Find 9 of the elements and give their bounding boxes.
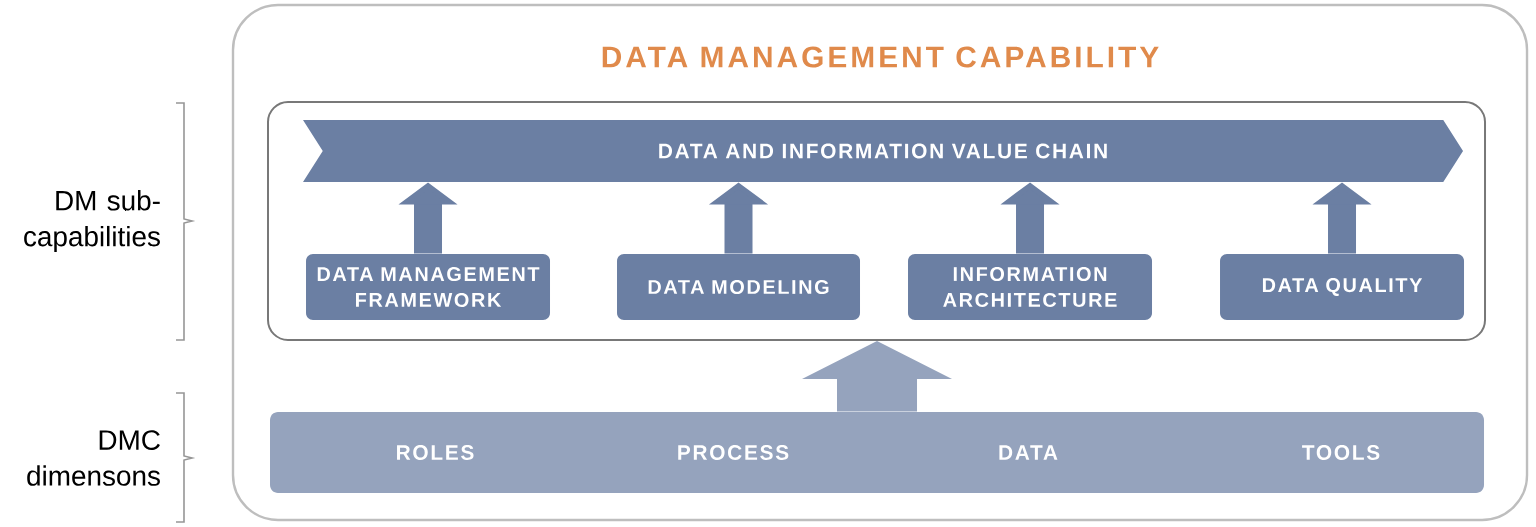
block-arrow bbox=[802, 341, 952, 412]
side-label: DM sub-capabilities bbox=[24, 190, 160, 252]
capability-box: DATA QUALITY bbox=[1220, 254, 1464, 320]
capability-box: DATA MANAGEMENT FRAMEWORK bbox=[306, 254, 550, 320]
capability-box: INFORMATION ARCHITECTURE bbox=[908, 254, 1152, 320]
dimensions-bar: ROLES PROCESS DATA TOOLS bbox=[270, 412, 1484, 493]
side-label: DMC dimensons bbox=[27, 430, 160, 486]
group-frame bbox=[267, 101, 1486, 341]
capability-box: DATA MODELING bbox=[617, 254, 860, 320]
